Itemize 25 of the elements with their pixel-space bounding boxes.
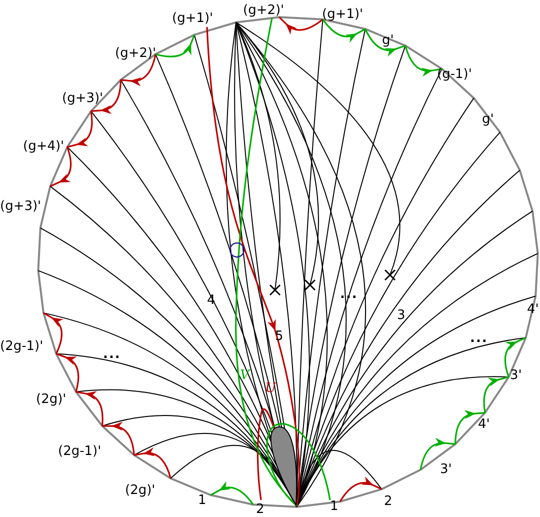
side-label: 1 [330,499,338,514]
side-label: g' [482,112,494,127]
ellipsis-mark: ... [470,331,488,346]
side-label: 2 [256,502,264,517]
side-label: (g+2)' [115,46,156,61]
side-label: (g+3)' [62,91,104,106]
side-label: 3' [440,462,452,477]
side-label: 4' [478,417,490,432]
side-label: (g+1)' [172,11,214,26]
side-label: 4' [527,302,539,317]
side-label: (2g-1)' [58,444,102,459]
side-label: (2g-1)' [0,339,44,354]
side-label: (2g)' [36,392,66,407]
side-label: 3' [510,368,522,383]
side-label: 2 [384,494,392,509]
side-label: (g+3)' [0,199,42,214]
side-label: (g+1)' [322,7,364,22]
side-label: (g+4)' [23,139,64,154]
ellipsis-mark: ... [103,347,121,362]
side-label: g' [382,33,394,48]
side-label: (g+2)' [243,3,284,18]
side-label: (g-1)' [437,67,472,82]
side-label: 1 [198,493,206,508]
side-label: 3 [397,308,406,323]
side-label: (2g)' [125,483,156,498]
